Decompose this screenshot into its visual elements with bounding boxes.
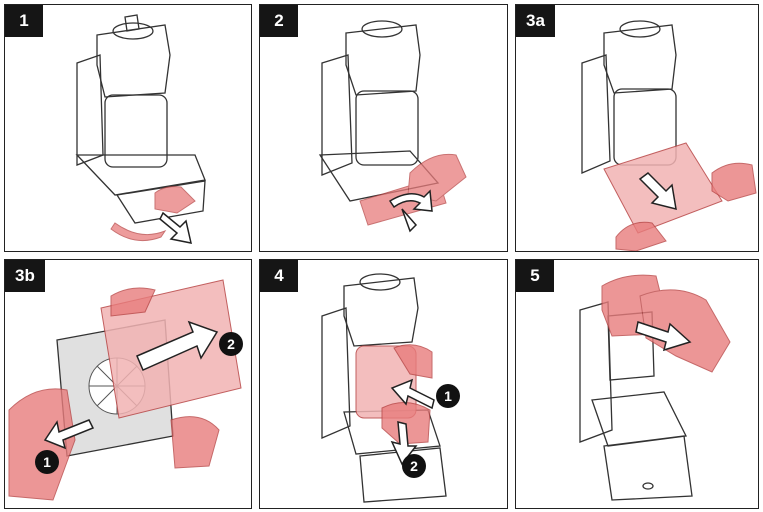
step-panel-4: 4 1 2 — [259, 259, 508, 509]
marker-2: 2 — [219, 332, 243, 356]
step-number-badge: 4 — [260, 260, 298, 292]
arrow-icon — [160, 213, 191, 243]
marker-1: 1 — [35, 450, 59, 474]
step-5-illustration — [516, 260, 759, 509]
step-1-illustration — [5, 5, 252, 252]
step-4-illustration — [260, 260, 508, 509]
step-number-badge: 3b — [5, 260, 45, 292]
step-number-badge: 1 — [5, 5, 43, 37]
step-panel-5: 5 — [515, 259, 759, 509]
marker-2: 2 — [402, 454, 426, 478]
step-panel-2: 2 — [259, 4, 508, 252]
step-number-badge: 3a — [516, 5, 555, 37]
step-panel-1: 1 — [4, 4, 252, 252]
step-panel-3a: 3a — [515, 4, 759, 252]
motor-head-highlight — [602, 275, 730, 372]
marker-1: 1 — [436, 384, 460, 408]
step-panel-3b: 3b 1 2 — [4, 259, 252, 509]
step-3a-illustration — [516, 5, 759, 252]
step-number-badge: 5 — [516, 260, 554, 292]
step-number-badge: 2 — [260, 5, 298, 37]
step-2-illustration — [260, 5, 508, 252]
